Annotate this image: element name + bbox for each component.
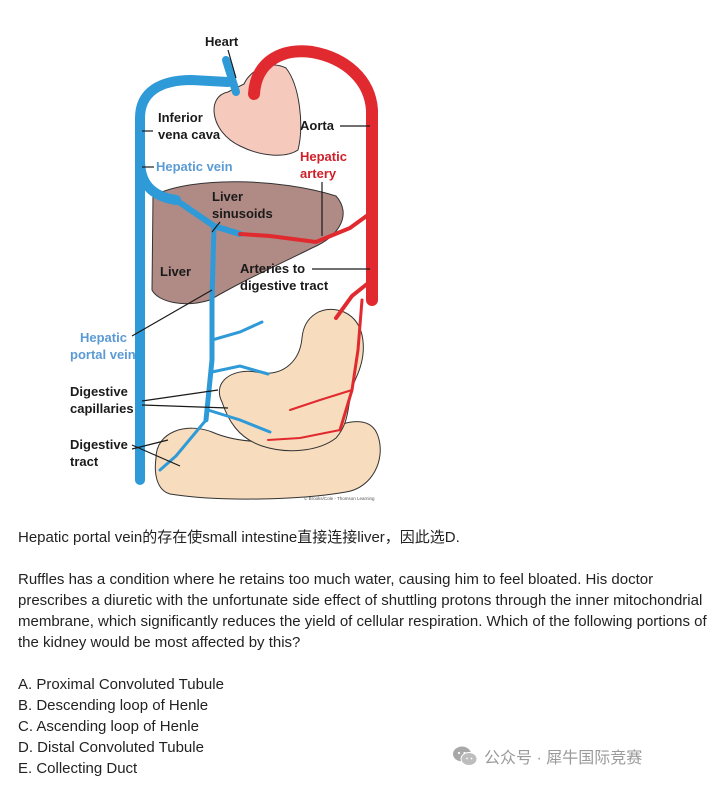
watermark-text: 公众号 · 犀牛国际竞赛 xyxy=(484,750,643,767)
question-text: Ruffles has a condition where he retains… xyxy=(18,571,707,651)
label-hepatic-vein: Hepatic vein xyxy=(156,159,233,174)
option-c: C. Ascending loop of Henle xyxy=(18,718,199,735)
option-d: D. Distal Convoluted Tubule xyxy=(18,739,204,756)
label-digestive-capillaries: Digestive xyxy=(70,384,128,399)
label-digestive-tract-2: tract xyxy=(70,454,99,469)
label-hepatic-portal-vein-2: portal vein xyxy=(70,347,136,362)
option-b: B. Descending loop of Henle xyxy=(18,697,209,714)
label-arteries-to-digestive-tract-2: digestive tract xyxy=(240,278,329,293)
figure-copyright: © Brooks/Cole - Thomson Learning xyxy=(304,495,375,501)
label-inferior-vena-cava-2: vena cava xyxy=(158,127,221,142)
label-hepatic-artery: Hepatic xyxy=(300,149,347,164)
wechat-icon xyxy=(453,746,478,766)
option-e: E. Collecting Duct xyxy=(18,760,138,777)
label-liver: Liver xyxy=(160,264,191,279)
label-hepatic-portal-vein: Hepatic xyxy=(80,330,127,345)
answer-options: A. Proximal Convoluted Tubule B. Descend… xyxy=(18,674,224,779)
leader-lines xyxy=(131,49,370,467)
veins xyxy=(135,56,272,485)
label-liver-sinusoids-2: sinusoids xyxy=(212,206,273,221)
option-a: A. Proximal Convoluted Tubule xyxy=(18,676,224,693)
label-hepatic-artery-2: artery xyxy=(300,166,337,181)
label-digestive-capillaries-2: capillaries xyxy=(70,401,134,416)
label-inferior-vena-cava: Inferior xyxy=(158,110,203,125)
liver-shape xyxy=(151,181,344,305)
label-aorta: Aorta xyxy=(300,118,335,133)
circulation-diagram: Heart Inferior vena cava Aorta Hepatic v… xyxy=(70,34,381,501)
watermark: 公众号 · 犀牛国际竞赛 xyxy=(452,744,642,768)
answer-explanation: Hepatic portal vein的存在使small intestine直接… xyxy=(18,529,460,546)
label-liver-sinusoids: Liver xyxy=(212,189,243,204)
label-digestive-tract: Digestive xyxy=(70,437,128,452)
arteries xyxy=(238,45,378,441)
label-heart: Heart xyxy=(205,34,239,49)
label-arteries-to-digestive-tract: Arteries to xyxy=(240,261,305,276)
